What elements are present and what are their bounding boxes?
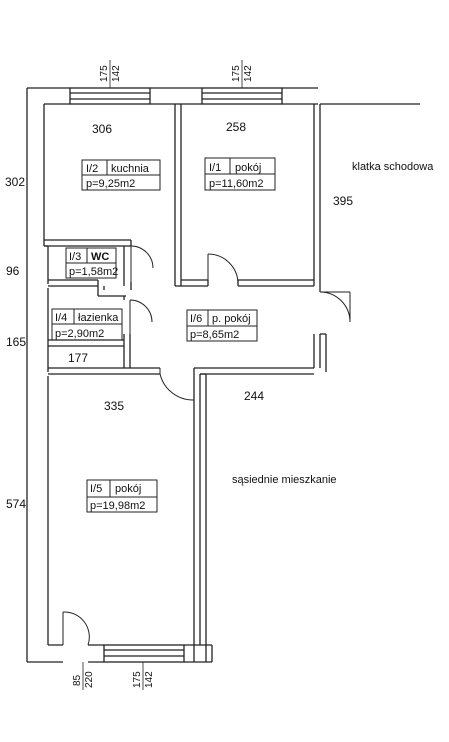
room-l4-name: łazienka [78,312,119,324]
room-label-boxes [51,157,276,513]
room-l1-name: pokój [235,162,261,174]
dim-left-165: 165 [6,335,26,349]
dim-room1-width: 258 [226,120,246,134]
room-l2-number: I/2 [86,163,98,175]
dim-room5-width: 335 [104,399,124,413]
w3-dim-a: 175 [132,671,143,688]
door-dim-b: 220 [84,671,95,688]
dim-left-574: 574 [6,497,26,511]
walls [26,87,420,663]
room-l6-name: p. pokój [212,313,251,325]
dim-left-96: 96 [6,264,20,278]
stairwell-label: klatka schodowa [352,161,434,173]
w3-dim-b: 142 [144,671,155,688]
room-l6-area: p=8,65m2 [190,329,239,341]
dim-stairwell: 395 [333,194,353,208]
dim-neighbor-244: 244 [244,389,264,403]
room-l3-name: WC [91,251,109,263]
room-l2-area: p=9,25m2 [86,178,135,190]
room-l3-number: I/3 [69,251,81,263]
room-l4-number: I/4 [55,312,67,324]
room-l5-number: I/5 [90,483,102,495]
w1-dim-a: 175 [99,65,110,82]
door-dim-a: 85 [72,674,83,686]
room-l3-area: p=1,58m2 [69,266,118,278]
room-l1-area: p=11,60m2 [209,178,264,190]
dim-left-302: 302 [5,175,25,189]
neighbor-label: sąsiednie mieszkanie [232,474,337,486]
room-l1-number: I/1 [209,162,221,174]
dim-bath-177: 177 [68,351,88,365]
w1-dim-b: 142 [111,65,122,82]
w2-dim-a: 175 [231,65,242,82]
room-l6-number: I/6 [190,313,202,325]
room-l5-area: p=19,98m2 [90,500,145,512]
room-l2-name: kuchnia [111,163,150,175]
room-l4-area: p=2,90m2 [55,328,104,340]
window-dim-lines [82,60,243,690]
dim-kitchen-width: 306 [92,122,112,136]
room-l5-name: pokój [115,483,141,495]
door-swings [62,245,351,646]
w2-dim-b: 142 [243,65,254,82]
